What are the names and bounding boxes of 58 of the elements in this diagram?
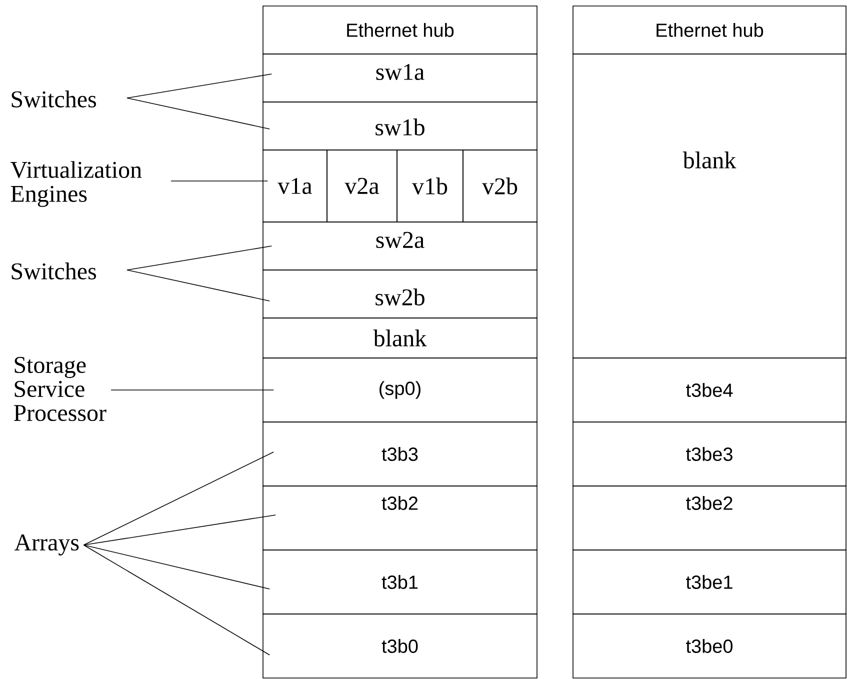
leader-line <box>126 246 272 270</box>
rack-slot <box>572 422 846 486</box>
rack-slot <box>572 358 846 422</box>
rack-slot <box>572 614 846 678</box>
rack-slot <box>262 486 538 550</box>
rack-slot <box>262 550 538 614</box>
leader-line <box>83 544 270 656</box>
node-label: v1a <box>278 178 312 194</box>
rack-slot <box>572 486 846 550</box>
callout-text: Switches <box>12 262 96 280</box>
rack-slot <box>572 550 846 614</box>
rack-slot <box>262 222 538 270</box>
rack-slot <box>262 102 538 150</box>
rack-slot <box>262 422 538 486</box>
node-label: blank <box>682 152 736 168</box>
node-label: t3b3 <box>382 447 418 461</box>
node-label: t3b0 <box>382 639 418 653</box>
node-label: t3be2 <box>686 496 732 510</box>
node-label: sw2a <box>376 232 424 248</box>
leader-line <box>83 514 276 546</box>
node-label: sw2b <box>376 288 424 306</box>
rack-slot <box>262 270 538 318</box>
node-label: sw1a <box>376 64 424 80</box>
node-label: Ethernet hub <box>347 23 454 37</box>
node-label: v1b <box>412 178 448 194</box>
engine-slot <box>396 150 464 222</box>
node-label: t3be1 <box>686 575 732 589</box>
leader-line <box>170 180 268 182</box>
node-label: t3be0 <box>686 639 733 653</box>
leader-line <box>126 74 272 98</box>
node-label: sw1b <box>376 118 424 136</box>
callout-text: Virtualization Engines <box>10 161 142 207</box>
engine-slot <box>262 150 328 222</box>
rack-slot <box>262 6 538 54</box>
node-label: v2a <box>344 178 379 194</box>
node-label: v2b <box>482 178 518 194</box>
engine-slot <box>462 150 538 222</box>
node-label: (sp0) <box>380 381 420 399</box>
engine-slot <box>326 150 398 222</box>
leader-line <box>83 544 270 590</box>
rack-slot <box>262 318 538 358</box>
node-label: t3be4 <box>686 383 733 397</box>
node-label: Ethernet hub <box>656 23 764 37</box>
rack-slot <box>262 358 538 422</box>
rack-slot <box>572 6 846 54</box>
rack-slot <box>572 54 846 358</box>
leader-line <box>126 98 270 130</box>
rack-slot <box>262 54 538 102</box>
callout-text: Switches <box>12 90 96 108</box>
leader-line <box>83 452 274 546</box>
node-label: t3be3 <box>686 447 732 461</box>
node-label: t3b2 <box>382 496 418 510</box>
node-label: blank <box>373 330 427 346</box>
leader-line <box>126 270 270 302</box>
callout-text: Arrays <box>14 534 79 556</box>
node-label: t3b1 <box>382 575 418 589</box>
callout-text: Storage Service Processor <box>14 356 106 422</box>
rack-slot <box>262 614 538 678</box>
